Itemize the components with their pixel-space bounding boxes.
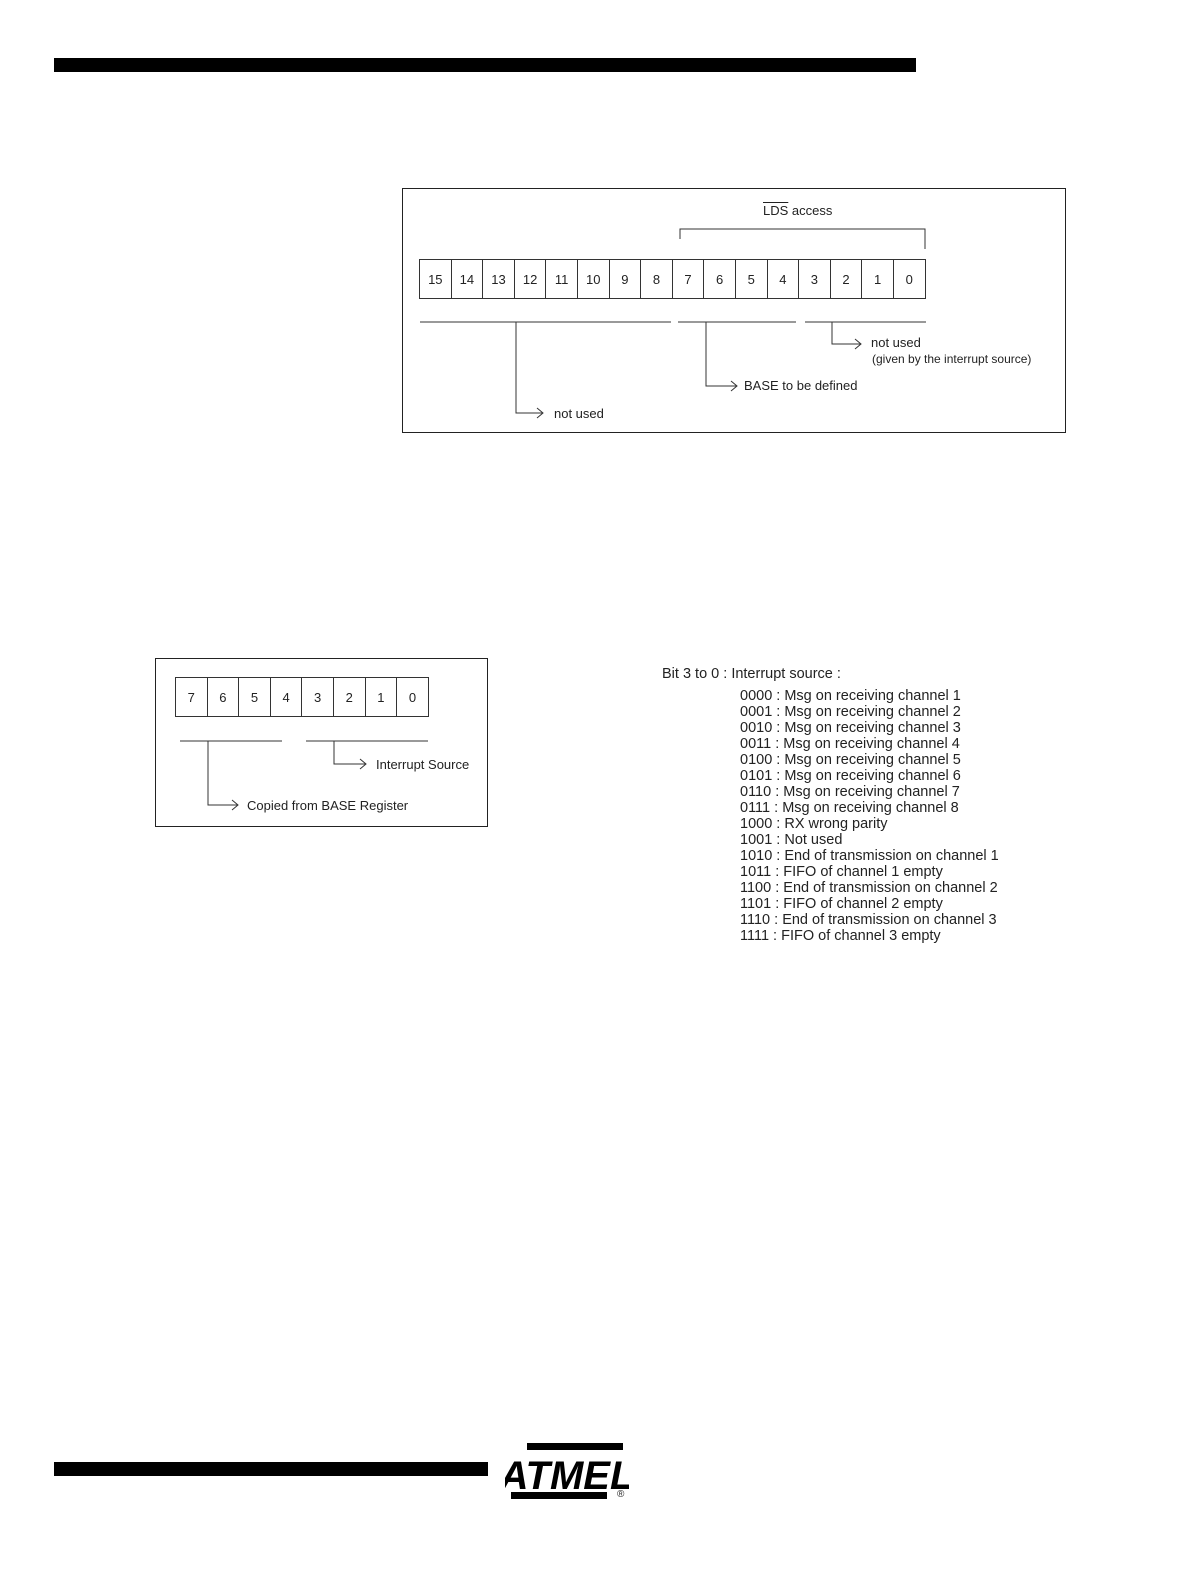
atmel-logo-icon: ATMEL [499,1443,634,1499]
legend-entry: 0011 : Msg on receiving channel 4 [740,736,960,752]
atmel-logo: ATMEL ® [499,1443,634,1503]
legend-heading: Bit 3 to 0 : Interrupt source : [662,666,841,682]
bit-cell: 2 [830,259,863,299]
bit-cell: 0 [893,259,926,299]
legend-entry: 1000 : RX wrong parity [740,816,888,832]
bit-cell: 9 [609,259,642,299]
bit-cell: 2 [333,677,366,717]
legend-entry: 0100 : Msg on receiving channel 5 [740,752,961,768]
bit-cell: 14 [451,259,484,299]
label-not-used-low-bits: not used [871,335,921,350]
label-interrupt-source: Interrupt Source [376,757,470,772]
interrupt-source-legend: Bit 3 to 0 : Interrupt source : 0000 : M… [662,666,999,944]
legend-entry: 0101 : Msg on receiving channel 6 [740,768,961,784]
label-base-to-be-defined: BASE to be defined [744,378,858,393]
header-rule [54,58,916,72]
registered-mark: ® [617,1489,625,1500]
bit-cell: 8 [641,259,673,299]
bit-cell: 3 [799,259,831,299]
access-label: access [791,203,833,218]
bit-cell: 0 [397,677,429,717]
bit-cell: 13 [483,259,515,299]
figure2-connector-lines [180,740,428,811]
bit-cell: 4 [767,259,800,299]
bit-cell: 1 [365,677,398,717]
bit-cell: 5 [735,259,768,299]
legend-entry: 1101 : FIFO of channel 2 empty [740,896,943,912]
bit-cell: 4 [270,677,303,717]
figure1-connector-lines [420,228,926,419]
bit-cell: 6 [704,259,736,299]
bit-cell: 1 [862,259,894,299]
legend-entry: 0000 : Msg on receiving channel 1 [740,688,961,704]
legend-entry: 1001 : Not used [740,832,843,848]
bit-cell: 5 [239,677,271,717]
bit-cell: 11 [546,259,578,299]
legend-entry: 1111 : FIFO of channel 3 empty [740,928,941,944]
bit-cell: 7 [176,677,208,717]
legend-entry: 1011 : FIFO of channel 1 empty [740,864,943,880]
label-given-by-interrupt-source: (given by the interrupt source) [872,352,1032,366]
legend-entry: 0111 : Msg on receiving channel 8 [740,800,959,816]
footer-rule [54,1462,488,1476]
legend-entry: 1010 : End of transmission on channel 1 [740,848,999,864]
label-not-used-high-bits: not used [554,406,604,421]
legend-entry: 0001 : Msg on receiving channel 2 [740,704,961,720]
legend-entry: 1110 : End of transmission on channel 3 [740,912,997,928]
label-copied-from-base: Copied from BASE Register [247,798,409,813]
atmel-logo-text: ATMEL [505,1454,629,1498]
legend-entry: 0110 : Msg on receiving channel 7 [740,784,960,800]
bit-cell: 6 [207,677,240,717]
bit-cell: 7 [672,259,705,299]
bit-cell: 3 [302,677,334,717]
lds-access-label: LDS access [763,203,832,218]
bit-cell: 10 [577,259,610,299]
lds-signal-label: LDS [763,203,789,218]
bit-cell: 12 [514,259,547,299]
legend-entry: 0010 : Msg on receiving channel 3 [740,720,961,736]
legend-entry: 1100 : End of transmission on channel 2 [740,880,998,896]
bit-cell: 15 [420,259,452,299]
